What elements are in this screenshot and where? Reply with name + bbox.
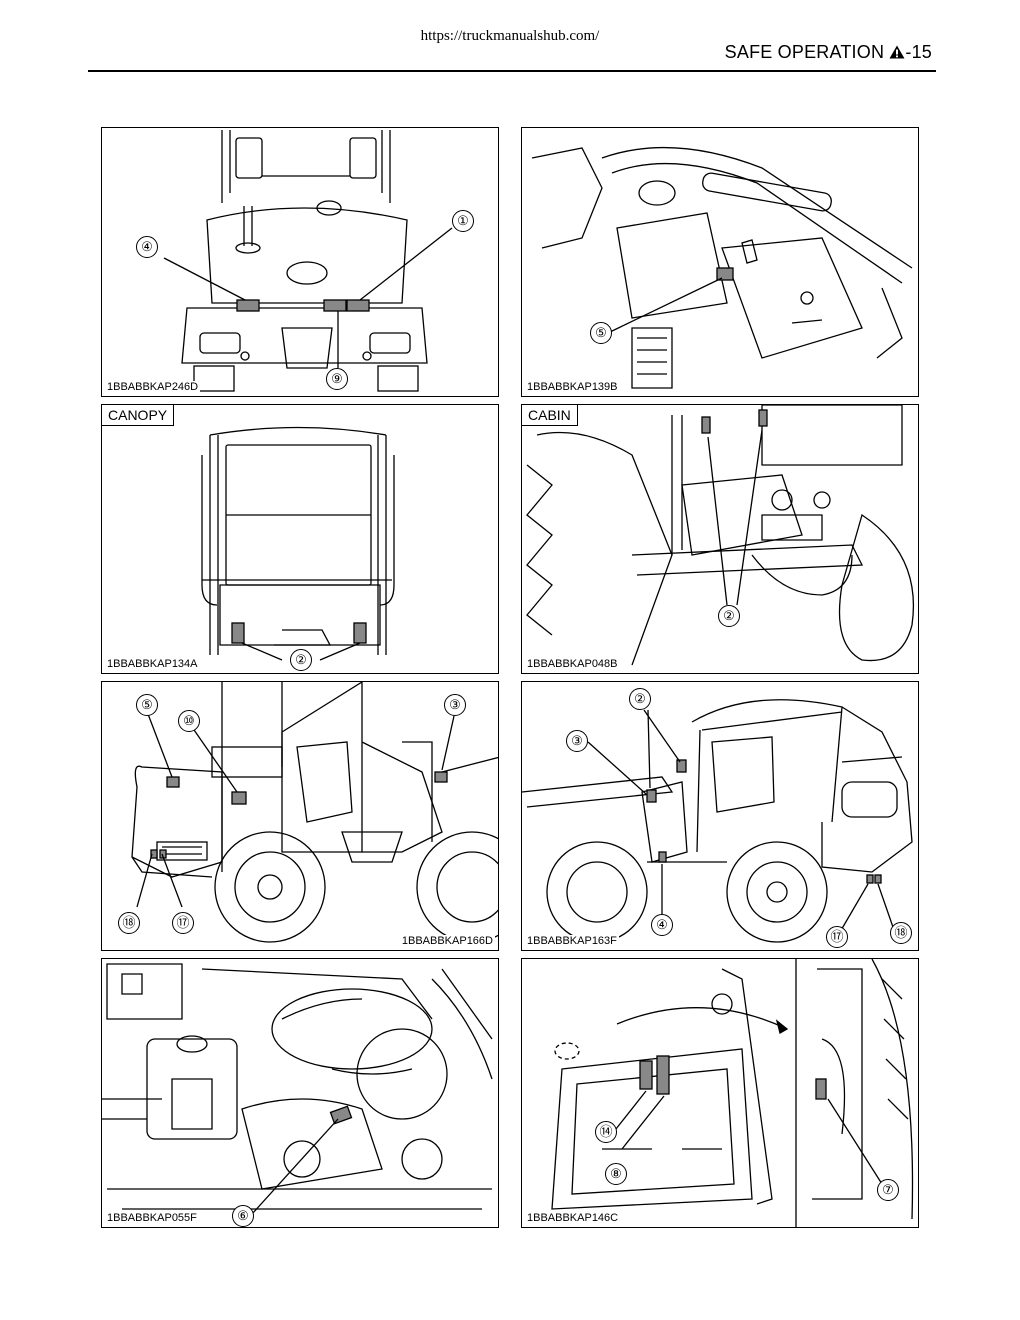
figure-code: 1BBABBKAP146C: [525, 1212, 621, 1224]
callout-3: ③: [566, 730, 588, 752]
callout-14: ⑭: [595, 1121, 617, 1143]
callout-17: ⑰: [172, 912, 194, 934]
engine-compartment-illustration: [102, 963, 493, 1215]
callout-2: ②: [718, 605, 740, 627]
callout-17: ⑰: [826, 926, 848, 948]
warning-triangle-icon: [889, 45, 905, 59]
callout-9: ⑨: [326, 368, 348, 390]
figure-code: 1BBABBKAP166D: [399, 935, 495, 947]
page-number: -15: [905, 42, 932, 62]
callout-10: ⑩: [178, 710, 200, 732]
figure-code: 1BBABBKAP055F: [105, 1212, 199, 1224]
right-side-illustration: [522, 699, 913, 943]
callout-5: ⑤: [590, 322, 612, 344]
panel-cabin: CABIN ② 1BBABBKAP048B: [521, 404, 919, 674]
panel-frame-detail: ⑭ ⑧ ⑦ 1BBABBKAP146C: [521, 958, 919, 1228]
source-url: https://truckmanualshub.com/: [420, 28, 600, 44]
callout-4: ④: [136, 236, 158, 258]
figure-code: 1BBABBKAP246D: [105, 381, 201, 393]
callout-18: ⑱: [890, 922, 912, 944]
cabin-illustration: [526, 405, 915, 666]
panel-canopy: CANOPY ② 1BBABBKAP134A: [101, 404, 499, 674]
panel-tag: CABIN: [522, 405, 578, 426]
callout-3: ③: [444, 694, 466, 716]
figure-code: 1BBABBKAP163F: [525, 935, 619, 947]
callout-2: ②: [290, 649, 312, 671]
callout-1: ①: [452, 210, 474, 232]
callout-5: ⑤: [136, 694, 158, 716]
section-title: SAFE OPERATION: [724, 42, 885, 62]
panel-tag: CANOPY: [102, 405, 175, 426]
panel-rear-view: ① ④ ⑨ 1BBABBKAP246D: [101, 127, 499, 397]
page-header: SAFE OPERATION -15: [725, 42, 932, 63]
header-rule: [88, 70, 936, 72]
callout-7: ⑦: [877, 1179, 899, 1201]
callout-6: ⑥: [232, 1205, 254, 1227]
frame-detail-illustration: [551, 959, 914, 1227]
left-side-illustration: [131, 682, 498, 943]
figure-code: 1BBABBKAP139B: [525, 381, 620, 393]
callout-8: ⑧: [605, 1163, 627, 1185]
panel-label-5-detail: ⑤ 1BBABBKAP139B: [521, 127, 919, 397]
canopy-illustration: [201, 426, 395, 661]
callout-4: ④: [651, 914, 673, 936]
step-detail-illustration: [531, 146, 913, 389]
panel-engine-compartment: ⑥ 1BBABBKAP055F: [101, 958, 499, 1228]
panel-left-side: ⑤ ⑩ ③ ⑱ ⑰ 1BBABBKAP166D: [101, 681, 499, 951]
callout-2: ②: [629, 688, 651, 710]
rear-view-illustration: [163, 130, 453, 392]
callout-18: ⑱: [118, 912, 140, 934]
panel-right-side: ② ③ ④ ⑰ ⑱ 1BBABBKAP163F: [521, 681, 919, 951]
figure-code: 1BBABBKAP048B: [525, 658, 620, 670]
figure-code: 1BBABBKAP134A: [105, 658, 200, 670]
